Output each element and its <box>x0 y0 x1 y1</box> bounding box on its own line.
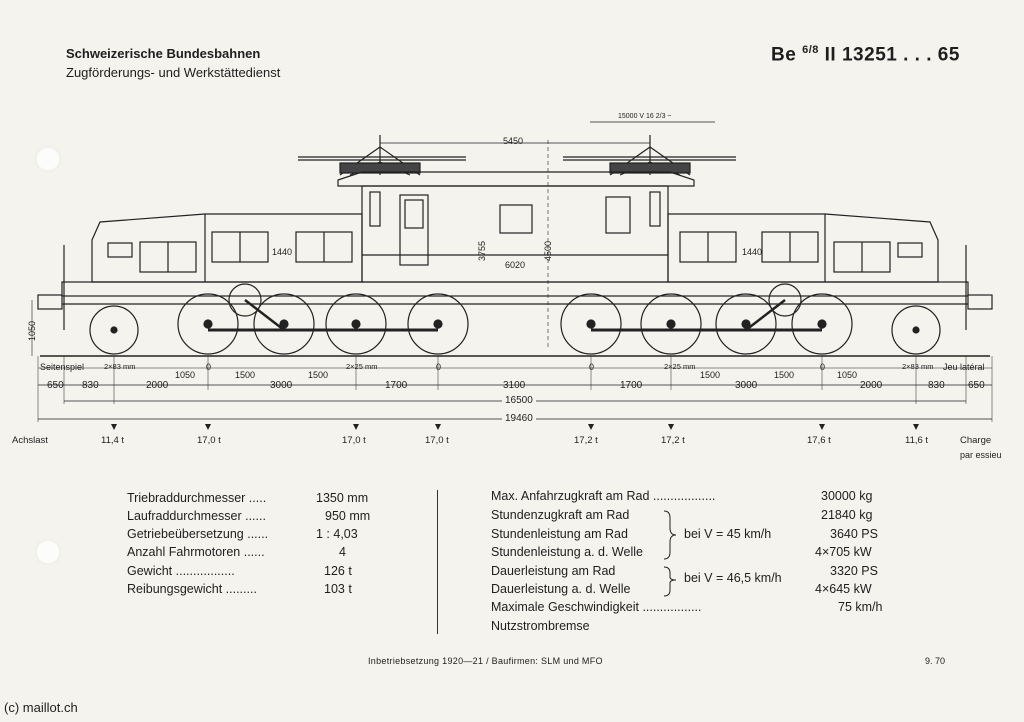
spec-label-adhesion-weight: Reibungsgewicht ......... <box>127 582 257 596</box>
pantograph-left <box>298 135 466 176</box>
side-play-left: 2×83 mm <box>104 362 136 371</box>
axle-load-5: 17,2 t <box>574 435 598 446</box>
height-3755: 3755 <box>477 240 488 262</box>
upper-dim-3: 1500 <box>235 370 256 380</box>
spec-label-max-tractive: Max. Anfahrzugkraft am Rad .............… <box>491 489 716 503</box>
speed-hourly-label: bei V = 45 km/h <box>684 527 772 541</box>
spec-label-weight: Gewicht ................. <box>127 564 235 578</box>
spec-label-driving-wheel: Triebraddurchmesser ..... <box>127 491 267 505</box>
axle-load-2: 17,0 t <box>197 435 221 446</box>
locomotive-class: Be 6/8 II 13251 . . . 65 <box>771 44 960 66</box>
body-dim-left: 1440 <box>272 247 293 257</box>
pantograph-span-label: 5450 <box>503 136 524 146</box>
spec-value-cont-power-shaft: 4×645 kW <box>815 582 872 596</box>
spec-value-motors: 4 <box>339 545 346 559</box>
charge-label: Charge <box>960 435 992 446</box>
spec-label-hourly-power-wheel: Stundenleistung am Rad <box>491 527 628 541</box>
punch-hole-bottom <box>35 539 61 565</box>
upper-dim-5: 2×25 mm <box>346 362 378 371</box>
buffer-height-label: 1050 <box>27 320 38 342</box>
punch-hole-top <box>35 146 61 172</box>
class-prefix: Be <box>771 44 797 66</box>
speed-cont-label: bei V = 46,5 km/h <box>684 571 782 585</box>
axle-load-4: 17,0 t <box>425 435 449 446</box>
spec-value-gear-ratio: 1 : 4,03 <box>316 527 358 541</box>
spec-label-max-speed: Maximale Geschwindigkeit ...............… <box>491 600 702 614</box>
spec-label-cont-power-wheel: Dauerleistung am Rad <box>491 564 616 578</box>
upper-dim-9: 1500 <box>700 370 721 380</box>
spec-value-max-speed: 75 km/h <box>838 600 883 614</box>
axle-load-3: 17,0 t <box>342 435 366 446</box>
lower-dim-11: 650 <box>968 380 985 391</box>
department-name: Zugförderungs- und Werkstättedienst <box>66 65 281 80</box>
spec-label-gear-ratio: Getriebeübersetzung ...... <box>127 527 269 541</box>
spec-value-hourly-power-shaft: 4×705 kW <box>815 545 872 559</box>
side-play-right: 2×83 mm <box>902 362 934 371</box>
axle-load-8: 11,6 t <box>905 435 929 446</box>
upper-dim-4: 1500 <box>308 370 329 380</box>
upper-dim-12: 1050 <box>837 370 858 380</box>
lower-dim-10: 830 <box>928 380 945 391</box>
spec-label-motors: Anzahl Fahrmotoren ...... <box>127 545 265 559</box>
axle-load-7: 17,6 t <box>807 435 831 446</box>
commissioning-note: Inbetriebsetzung 1920—21 / Baufirmen: SL… <box>368 656 603 666</box>
spec-value-max-tractive: 30000 kg <box>821 489 873 503</box>
lower-dim-6: 3100 <box>503 380 526 391</box>
seitenspiel-label: Seitenspiel <box>40 362 85 372</box>
wheels <box>89 293 941 355</box>
axle-load-arrows <box>111 424 919 430</box>
spec-value-adhesion-weight: 103 t <box>324 582 352 596</box>
spec-value-hourly-tractive: 21840 kg <box>821 508 873 522</box>
upper-dim-1: 1050 <box>175 370 196 380</box>
upper-dim-10: 1500 <box>774 370 795 380</box>
spec-label-carrying-wheel: Laufraddurchmesser ...... <box>127 509 266 523</box>
lower-dim-5: 1700 <box>385 380 408 391</box>
lower-dim-4: 3000 <box>270 380 293 391</box>
axle-load-1: 11,4 t <box>101 435 125 446</box>
length-over-buffers-label: 19460 <box>502 413 536 424</box>
lower-dim-9: 2000 <box>860 380 883 391</box>
railway-name: Schweizerische Bundesbahnen <box>66 46 261 61</box>
spec-label-cont-power-shaft: Dauerleistung a. d. Welle <box>491 582 631 596</box>
jeu-lateral-label: Jeu latéral <box>943 362 985 372</box>
upper-dim-6: 0 <box>436 362 442 372</box>
spec-label-brake: Nutzstrombremse <box>491 619 590 633</box>
pantograph-right <box>563 135 736 176</box>
axle-load-6: 17,2 t <box>661 435 685 446</box>
spec-label-hourly-tractive: Stundenzugkraft am Rad <box>491 508 630 522</box>
par-essieu-label: par essieu <box>960 450 1002 460</box>
height-4500: 4500 <box>543 240 554 262</box>
spec-label-hourly-power-shaft: Stundenleistung a. d. Welle <box>491 545 643 559</box>
lower-dim-3: 2000 <box>146 380 169 391</box>
lower-dim-7: 1700 <box>620 380 643 391</box>
upper-dim-8: 2×25 mm <box>664 362 696 371</box>
upper-dim-2: 0 <box>206 362 212 372</box>
lower-dim-2: 830 <box>82 380 99 391</box>
wheelbase-label: 16500 <box>502 395 536 406</box>
spec-value-driving-wheel: 1350 mm <box>316 491 369 505</box>
body-dim-right: 1440 <box>742 247 763 257</box>
spec-value-weight: 126 t <box>324 564 352 578</box>
spec-divider <box>437 490 438 634</box>
image-credit: (c) maillot.ch <box>4 700 78 715</box>
upper-dim-7: 0 <box>589 362 595 372</box>
lower-dim-8: 3000 <box>735 380 758 391</box>
class-numbers: II 13251 . . . 65 <box>824 44 960 66</box>
spec-value-carrying-wheel: 950 mm <box>325 509 371 523</box>
axle-load-label: Achslast <box>12 435 48 446</box>
lower-dim-1: 650 <box>47 380 64 391</box>
class-fraction: 6/8 <box>802 44 819 56</box>
upper-dim-11: 0 <box>820 362 826 372</box>
spec-value-cont-power-wheel: 3320 PS <box>830 564 878 578</box>
voltage-label: 15000 V 16 2/3 ~ <box>618 113 672 120</box>
cab-width-label: 6020 <box>505 260 526 270</box>
cab-door <box>399 194 429 266</box>
document-date: 9. 70 <box>925 656 946 666</box>
spec-value-hourly-power-wheel: 3640 PS <box>830 527 878 541</box>
